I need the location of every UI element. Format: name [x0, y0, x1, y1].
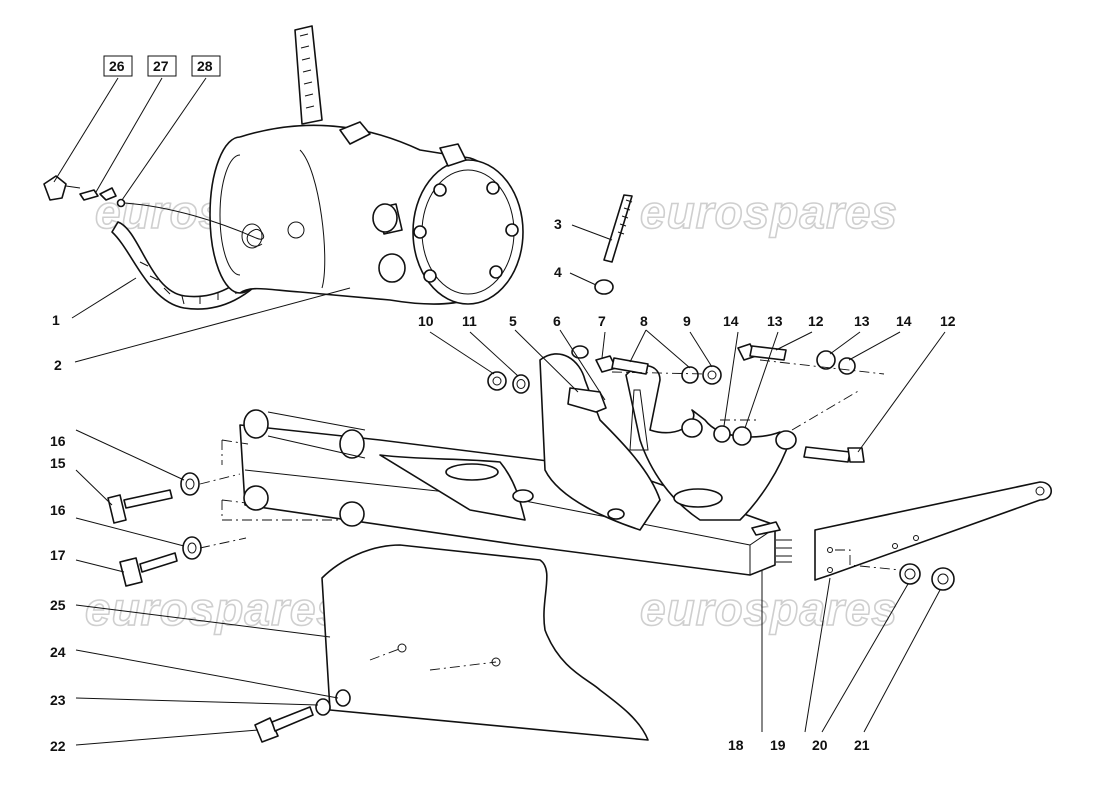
lower-bolt-set	[254, 689, 351, 743]
callout-labels: 1 2 3 4 5 6 7 8 9 10 11 14 13 12 13 14 1…	[50, 55, 956, 754]
watermark-2: eurospares	[640, 186, 898, 238]
callout-16b: 16	[50, 502, 66, 518]
temperature-sensor-assembly	[43, 175, 265, 249]
callout-4: 4	[554, 264, 562, 280]
callout-26: 26	[109, 58, 125, 74]
callout-18: 18	[728, 737, 744, 753]
stud-and-nut	[594, 194, 633, 295]
callout-box-26	[103, 55, 133, 77]
callout-23: 23	[50, 692, 66, 708]
callout-21: 21	[854, 737, 870, 753]
callout-1: 1	[52, 312, 60, 328]
callout-17: 17	[50, 547, 66, 563]
callout-9: 9	[683, 313, 691, 329]
callout-8: 8	[640, 313, 648, 329]
callout-27: 27	[153, 58, 169, 74]
callout-box-27	[147, 55, 177, 77]
support-strap	[814, 481, 1053, 591]
fasteners	[487, 343, 885, 463]
callout-16a: 16	[50, 433, 66, 449]
watermark-3: eurospares	[85, 583, 343, 635]
callout-14a: 14	[723, 313, 739, 329]
callout-box-28	[191, 55, 221, 77]
callout-2: 2	[54, 357, 62, 373]
callout-13a: 13	[767, 313, 783, 329]
callout-10: 10	[418, 313, 434, 329]
callout-25: 25	[50, 597, 66, 613]
callout-13b: 13	[854, 313, 870, 329]
callout-19: 19	[770, 737, 786, 753]
callout-14b: 14	[896, 313, 912, 329]
callout-5: 5	[509, 313, 517, 329]
watermark-4: eurospares	[640, 583, 898, 635]
callout-24: 24	[50, 644, 66, 660]
leader-lines	[53, 77, 946, 746]
callout-12b: 12	[940, 313, 956, 329]
callout-22: 22	[50, 738, 66, 754]
callout-15: 15	[50, 455, 66, 471]
callout-20: 20	[812, 737, 828, 753]
callout-11: 11	[462, 313, 477, 329]
heat-shield	[321, 544, 649, 741]
callout-7: 7	[598, 313, 606, 329]
ac-compressor	[209, 121, 524, 305]
callout-12a: 12	[808, 313, 824, 329]
compressor-bracket	[221, 345, 797, 576]
callout-6: 6	[553, 313, 561, 329]
left-bolts	[107, 472, 247, 587]
callout-28: 28	[197, 58, 213, 74]
callout-3: 3	[554, 216, 562, 232]
